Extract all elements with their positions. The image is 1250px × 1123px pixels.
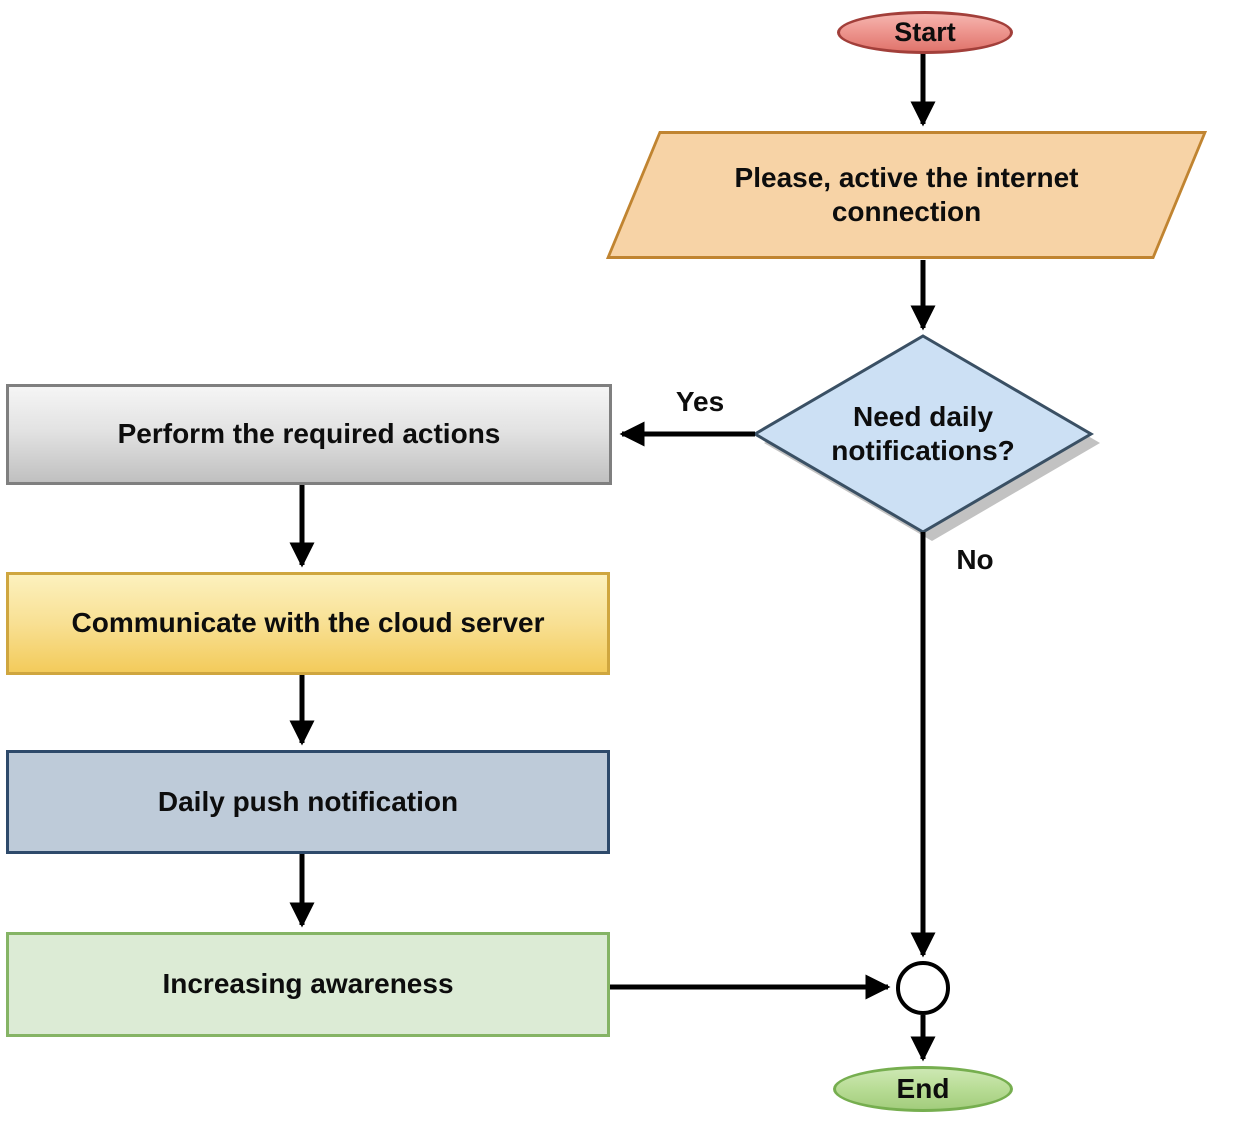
increasing-awareness-node: Increasing awareness: [6, 932, 610, 1037]
decision-label: Need daily notifications?: [831, 400, 1015, 466]
communicate-cloud-label: Communicate with the cloud server: [71, 607, 545, 639]
start-label: Start: [894, 17, 956, 48]
increasing-awareness-label: Increasing awareness: [162, 968, 454, 1000]
daily-push-node: Daily push notification: [6, 750, 610, 854]
activate-internet-node: Please, active the internet connection: [606, 131, 1208, 259]
no-edge-label: No: [956, 544, 994, 575]
activate-internet-inner: Please, active the internet connection: [636, 134, 1178, 256]
end-node: End: [833, 1066, 1013, 1112]
perform-actions-node: Perform the required actions: [6, 384, 612, 485]
activate-internet-label: Please, active the internet connection: [734, 161, 1079, 227]
merge-junction-node: [896, 961, 950, 1015]
perform-actions-label: Perform the required actions: [117, 418, 501, 450]
start-node: Start: [837, 11, 1013, 54]
daily-push-label: Daily push notification: [157, 785, 459, 817]
yes-edge-label: Yes: [675, 386, 725, 417]
end-label: End: [896, 1072, 950, 1104]
communicate-cloud-node: Communicate with the cloud server: [6, 572, 610, 675]
